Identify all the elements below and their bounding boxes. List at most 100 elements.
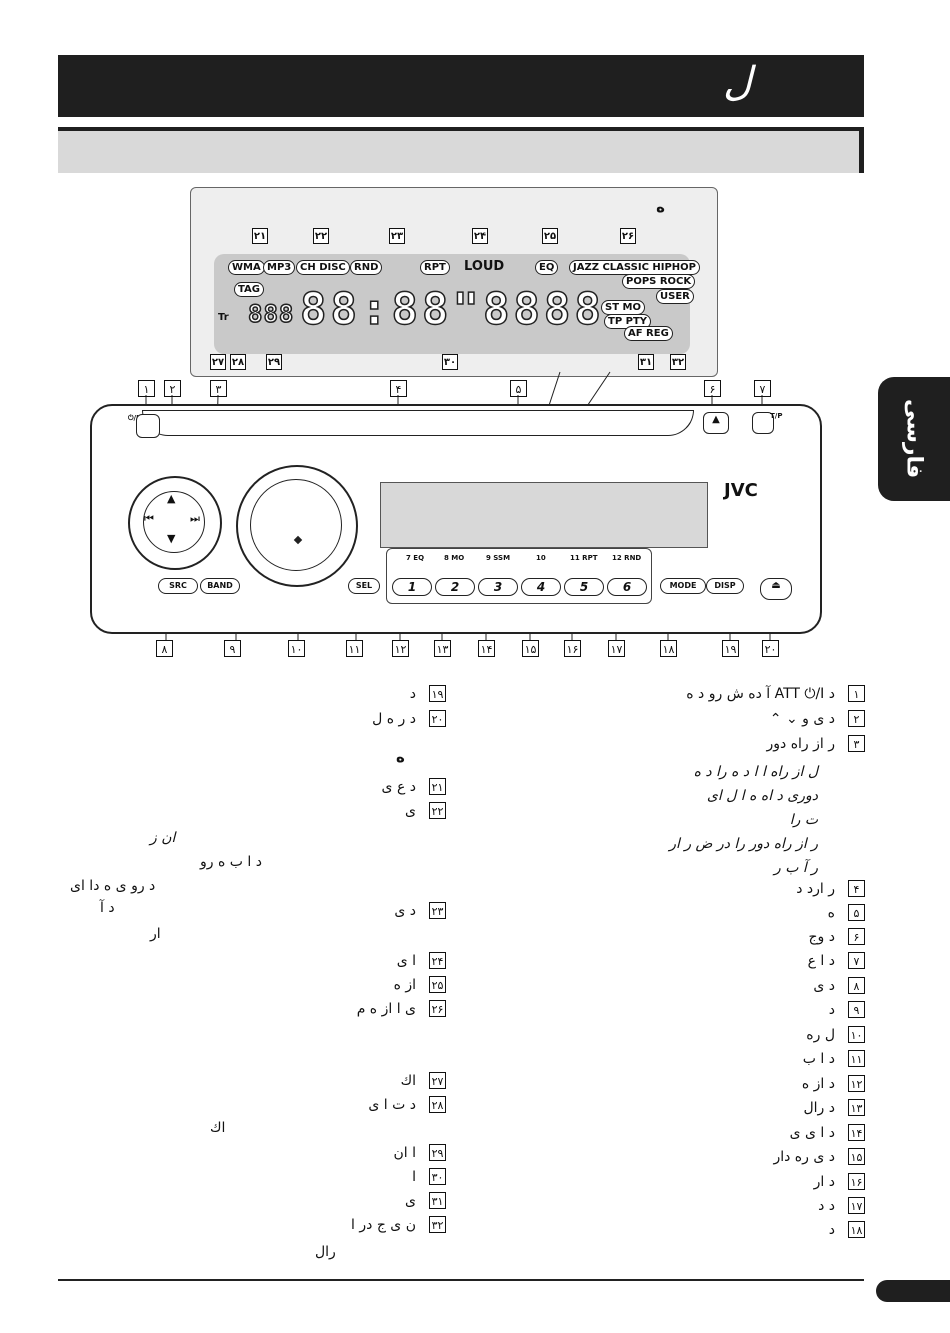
preset-label-9: 9 SSM [486, 554, 511, 562]
right-item-text: د از ه [801, 1076, 835, 1092]
preset-label-7: 7 EQ [406, 554, 425, 562]
left-item-number: ۲۸ [429, 1096, 446, 1113]
preset-label-11: 11 RPT [570, 554, 598, 562]
left-item-text: ی ا از ه م [356, 1001, 416, 1017]
small-segment-display: 888 [247, 299, 295, 329]
indicator-tr: Tr [218, 312, 229, 323]
callout-3: ۳ [210, 380, 227, 397]
right-item-number: ۹ [848, 1001, 865, 1018]
indicator-tag: TAG [234, 282, 264, 297]
left-item-number: ۲۴ [429, 952, 446, 969]
detach-button[interactable]: ⏏ [760, 578, 792, 600]
callout-32: ۳۲ [670, 354, 686, 370]
preset-button-5[interactable]: 5 [564, 578, 604, 596]
callout-13: ۱۳ [434, 640, 451, 657]
sel-button[interactable]: SEL [348, 578, 380, 594]
footer-rule [58, 1279, 864, 1281]
right-item-text: ر از راه دور [766, 736, 835, 752]
callout-21: ۲۱ [252, 228, 268, 244]
left-item-number: ۲۷ [429, 1072, 446, 1089]
left-extra-6: اك [210, 1120, 226, 1136]
mode-button[interactable]: MODE [660, 578, 706, 594]
previous-icon[interactable]: ⏮ [144, 512, 154, 525]
preset-button-4[interactable]: 4 [521, 578, 561, 596]
left-item-text: ی [405, 1193, 416, 1209]
band-button[interactable]: BAND [200, 578, 240, 594]
indicator-rpt: RPT [420, 260, 450, 275]
src-button[interactable]: SRC [158, 578, 198, 594]
left-item-text: د ع ی [381, 779, 416, 795]
left-item-text: د [409, 686, 416, 702]
callout-2: ۲ [164, 380, 181, 397]
right-item-text: د ا ع [807, 953, 835, 969]
left-item-number: ۳۲ [429, 1216, 446, 1233]
preset-button-3[interactable]: 3 [478, 578, 518, 596]
right-item-number: ۱۸ [848, 1221, 865, 1238]
main-segment-display: 88:88"8888 [299, 283, 605, 336]
volume-knob[interactable] [236, 465, 358, 587]
next-icon[interactable]: ⏭ [190, 512, 200, 525]
callout-19: ۱۹ [722, 640, 739, 657]
right-item-number: ۴ [848, 880, 865, 897]
preset-button-1[interactable]: 1 [392, 578, 432, 596]
indicator-eq: EQ [535, 260, 559, 275]
left-extra-7: رال [315, 1244, 336, 1260]
power-att-button[interactable] [136, 414, 160, 438]
down-arrow-icon[interactable]: ▼ [167, 532, 176, 545]
up-arrow-icon[interactable]: ▲ [167, 492, 176, 505]
callout-18: ۱۸ [660, 640, 677, 657]
subtitle-bar [58, 127, 864, 173]
right-item-number: ۱۶ [848, 1173, 865, 1190]
left-extra-2: د ا ب ه رو [200, 854, 262, 870]
language-tab-label: فارسی [901, 399, 927, 479]
callout-24: ۲۴ [472, 228, 488, 244]
remote-note: ل از راه ا ا د ه را د ه دوری د اه ه ا ل … [669, 764, 818, 876]
right-item-text: د رال [803, 1100, 835, 1116]
disp-button[interactable]: DISP [706, 578, 744, 594]
page-number-tab [876, 1280, 950, 1302]
right-item-text: د ی ره دار [773, 1149, 835, 1165]
preset-group [386, 548, 652, 604]
right-item-number: ۲ [848, 710, 865, 727]
right-item-number: ۱۷ [848, 1197, 865, 1214]
right-item-text: ر ارد د [796, 881, 835, 897]
callout-20: ۲۰ [762, 640, 779, 657]
eject-button[interactable]: ▲ [703, 412, 729, 434]
right-item-text: د [828, 1002, 835, 1018]
right-item-number: ۱۵ [848, 1148, 865, 1165]
left-extra-5: ار [150, 926, 161, 942]
left-item-number: ۲۱ [429, 778, 446, 795]
callout-10: ۱۰ [288, 640, 305, 657]
left-item-text: ا [412, 1169, 416, 1185]
preset-button-6[interactable]: 6 [607, 578, 647, 596]
callout-11: ۱۱ [346, 640, 363, 657]
preset-button-2[interactable]: 2 [435, 578, 475, 596]
indicator-pops-rock: POPS ROCK [622, 274, 696, 289]
volume-knob-center [250, 479, 342, 571]
right-item-text: د ار [813, 1174, 835, 1190]
callout-4: ۴ [390, 380, 407, 397]
right-item-4: ۴ ر ارد د [480, 880, 865, 902]
left-extra-3: د رو ی ه دا ای [70, 878, 156, 894]
right-item-text: د ا ی ی [789, 1125, 835, 1141]
right-item-number: ۱۰ [848, 1026, 865, 1043]
tp-button[interactable] [752, 412, 774, 434]
indicator-loud: LOUD [464, 259, 505, 274]
control-pad[interactable] [128, 476, 222, 570]
callout-27: ۲۷ [210, 354, 226, 370]
callout-9: ۹ [224, 640, 241, 657]
